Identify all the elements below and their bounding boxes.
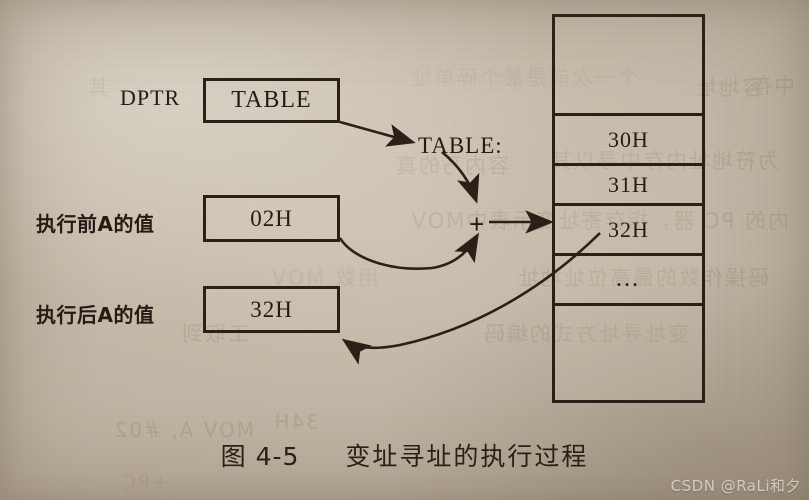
arrow-dptr-to-table-label: [339, 120, 416, 147]
acc-after-label: 执行后A的值: [36, 303, 155, 327]
arrow-acc-before-to-adder: [338, 232, 479, 270]
bleedthrough-text: 中存: [749, 74, 795, 98]
bleedthrough-text: 34H: [272, 410, 320, 434]
memory-table: 30H 31H 32H …: [552, 14, 705, 403]
memory-cell: 32H: [555, 203, 702, 253]
figure-caption: 图 4-5 变址寻址的执行过程: [0, 437, 809, 473]
acc-after-value: 32H: [250, 296, 293, 322]
bleedthrough-text: 其: [86, 76, 109, 100]
dptr-label: DPTR: [120, 85, 181, 110]
memory-cell-label: 30H: [608, 126, 649, 152]
memory-cell: 30H: [555, 113, 702, 163]
csdn-watermark: CSDN @RaLi和夕: [670, 477, 801, 495]
memory-cell: 31H: [555, 163, 702, 203]
memory-cell-label: 32H: [608, 216, 649, 242]
memory-cell: [555, 17, 702, 113]
acc-before-value-box: 02H: [203, 195, 340, 242]
memory-cell-label: …: [615, 266, 642, 292]
caption-number: 图 4-5: [220, 442, 300, 471]
memory-cell: …: [555, 253, 702, 303]
dptr-value-box: TABLE: [203, 78, 340, 123]
acc-before-value: 02H: [250, 205, 293, 231]
bleedthrough-text: +PC: [120, 470, 169, 494]
table-pointer-label: TABLE:: [418, 133, 503, 158]
acc-before-label: 执行前A的值: [36, 212, 155, 236]
caption-title: 变址寻址的执行过程: [345, 442, 589, 471]
adder-plus-symbol: +: [469, 209, 486, 239]
dptr-value: TABLE: [231, 87, 312, 113]
arrow-table-label-to-adder: [441, 150, 480, 204]
memory-cell: [555, 303, 702, 400]
acc-after-value-box: 32H: [203, 286, 340, 333]
memory-cell-label: 31H: [608, 171, 649, 197]
